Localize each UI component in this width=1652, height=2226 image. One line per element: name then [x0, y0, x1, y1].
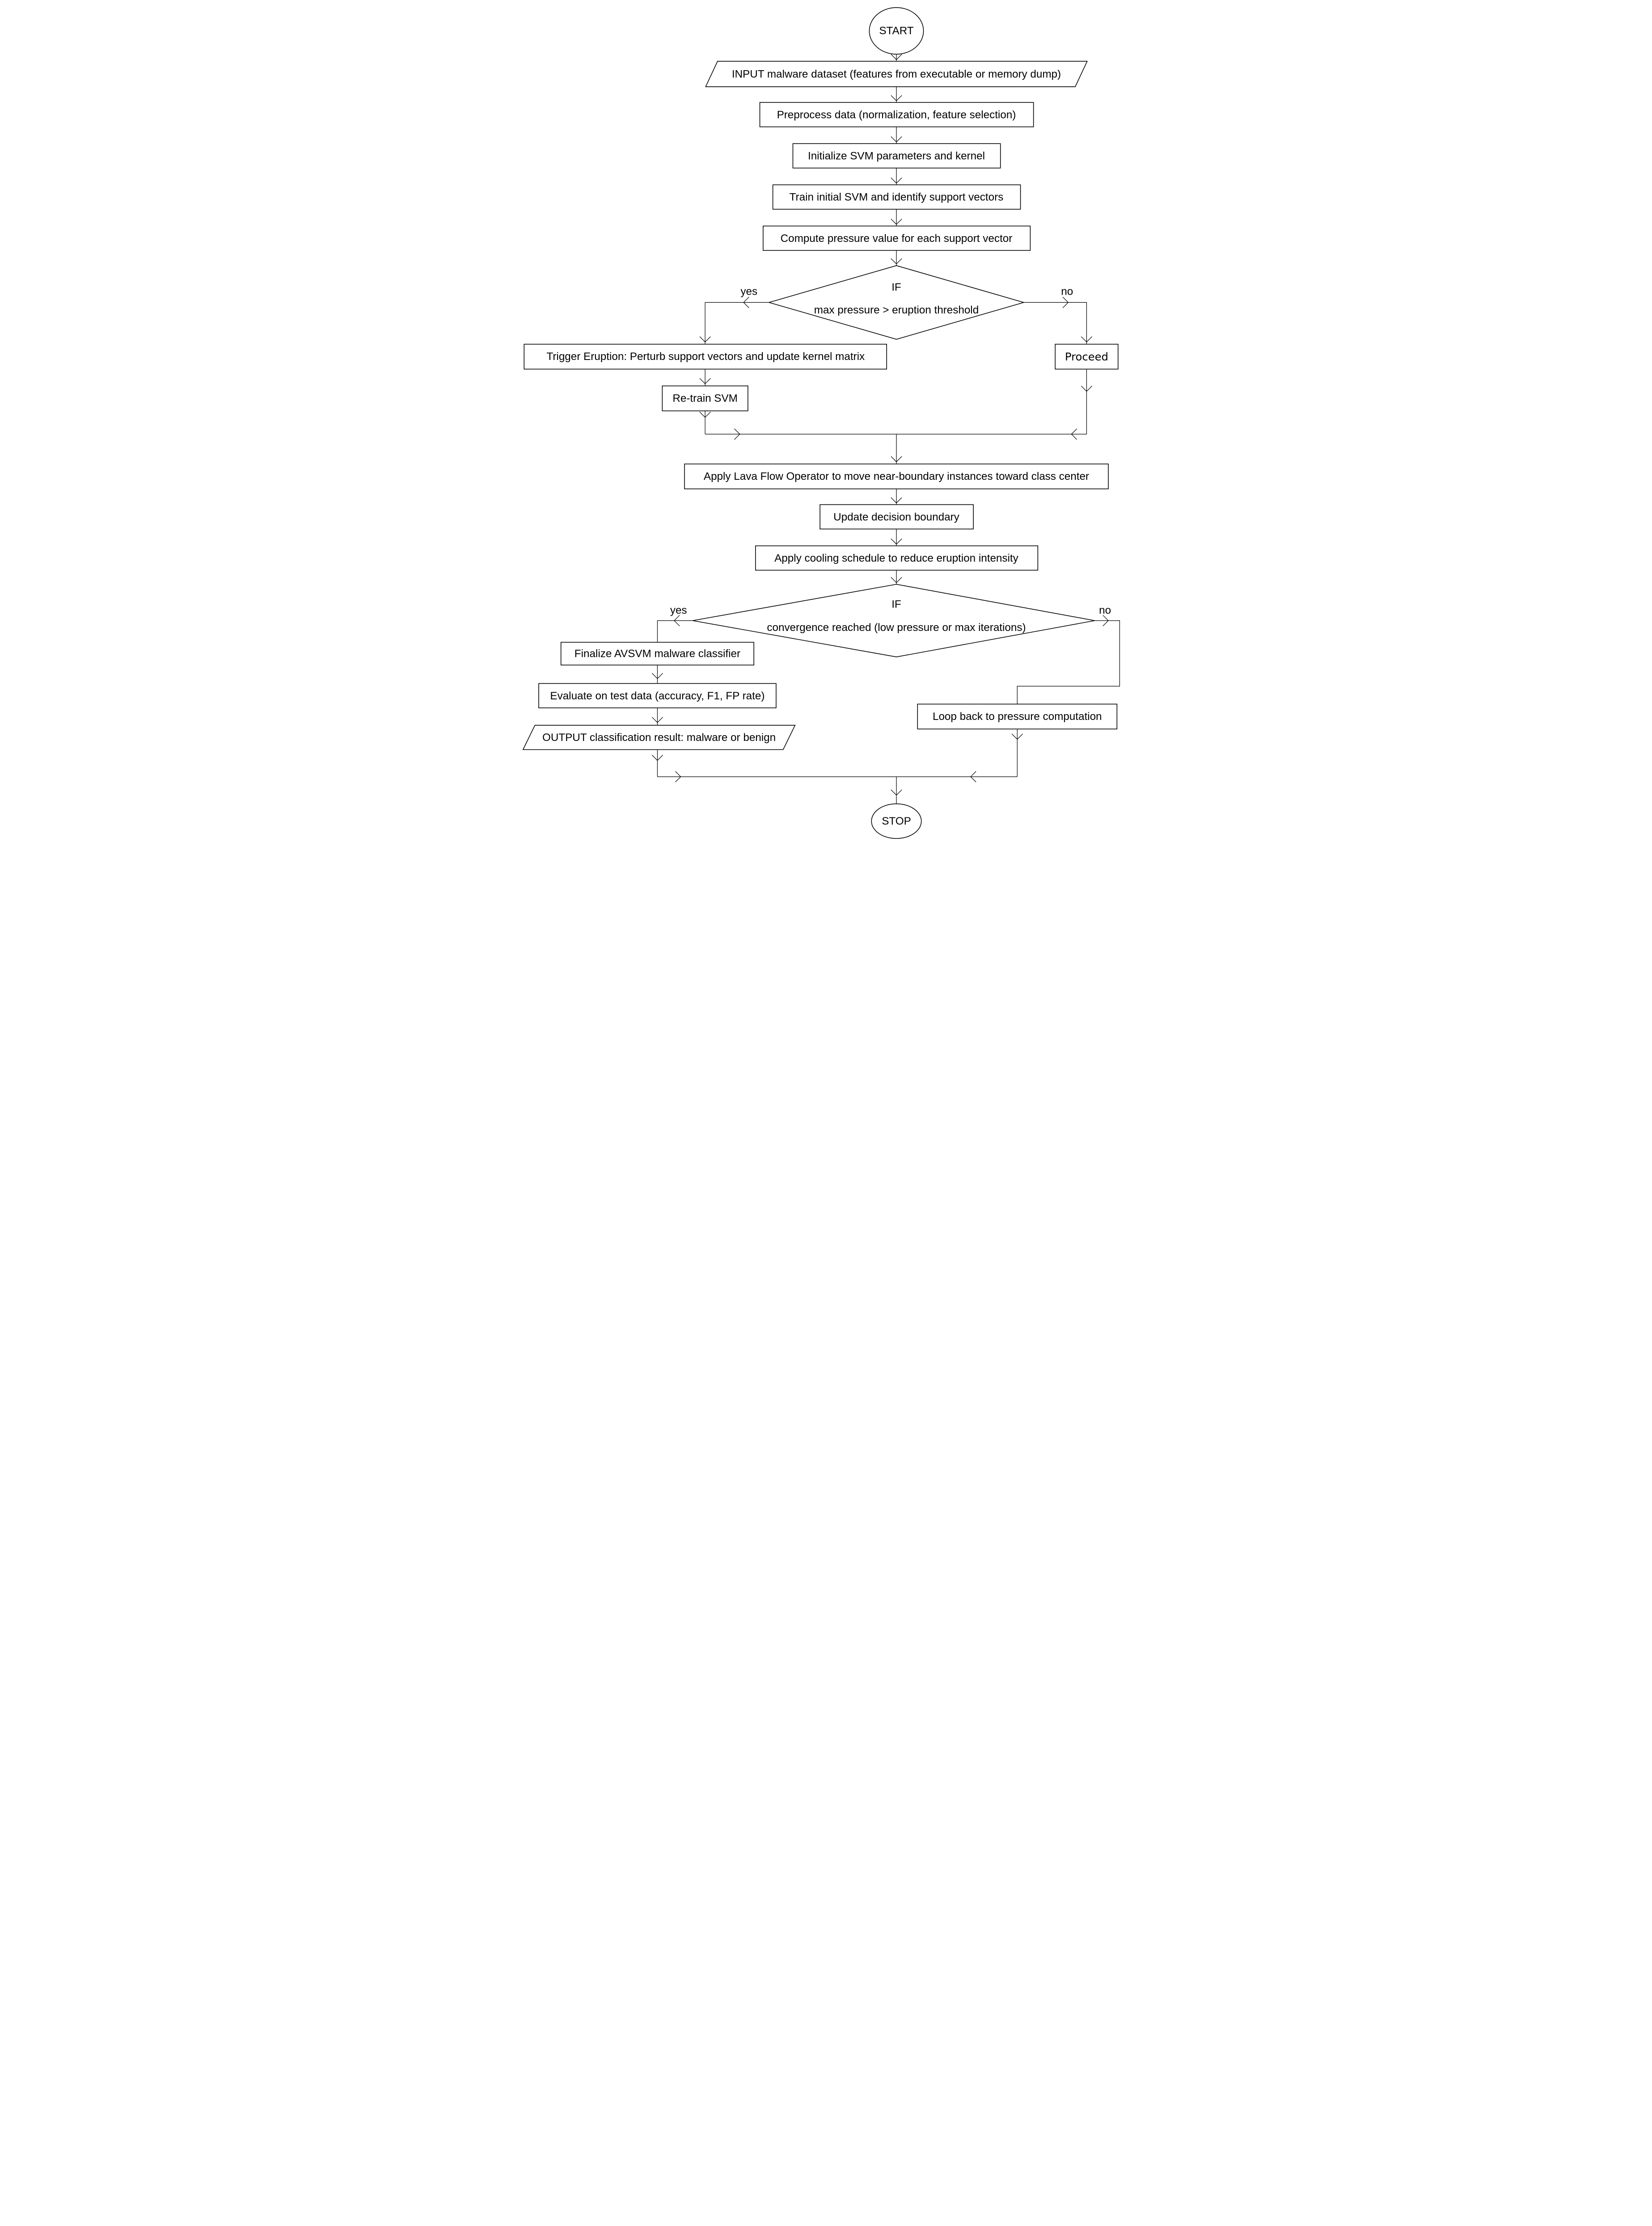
arrowhead-down-icon	[1081, 336, 1092, 343]
update-boundary-label: Update decision boundary	[833, 511, 959, 523]
node-decision-eruption: IF max pressure > eruption threshold yes…	[740, 265, 1073, 340]
evaluate-rect-shape	[538, 683, 777, 708]
edge-decision1-no	[1023, 302, 1087, 344]
compute-rect-shape	[762, 225, 1031, 251]
preprocess-label: Preprocess data (normalization, feature …	[777, 109, 1016, 121]
compute-label: Compute pressure value for each support …	[780, 233, 1012, 245]
arrowhead-left-icon	[970, 771, 976, 783]
decision-convergence-diamond-shape	[692, 584, 1095, 657]
arrowhead-left-icon	[1071, 428, 1077, 440]
arrowhead-down-icon	[890, 219, 902, 225]
node-decision-convergence: IF convergence reached (low pressure or …	[670, 584, 1111, 657]
arrowhead-down-icon	[651, 673, 663, 679]
loopback-label: Loop back to pressure computation	[932, 711, 1102, 723]
edge-decision2-no	[1017, 620, 1120, 704]
decision-convergence-if-label: IF	[891, 598, 901, 610]
arrowhead-down-icon	[890, 497, 902, 504]
preprocess-rect-shape	[759, 102, 1034, 127]
decision-eruption-no-label: no	[1061, 286, 1073, 298]
train-rect-shape	[772, 184, 1021, 210]
update-boundary-rect-shape	[819, 504, 974, 529]
node-input-parallelogram: INPUT malware dataset (features from exe…	[705, 61, 1088, 87]
edge-decision1-yes	[704, 302, 769, 344]
output-parallelogram-shape	[522, 725, 796, 750]
decision-convergence-yes-label: yes	[670, 604, 687, 616]
edges	[651, 54, 1120, 804]
arrowhead-down-icon	[890, 178, 902, 184]
node-update-boundary: Update decision boundary	[819, 504, 974, 529]
node-retrain: Re-train SVM	[662, 385, 748, 411]
train-label: Train initial SVM and identify support v…	[789, 191, 1003, 203]
arrowhead-down-icon	[651, 717, 663, 723]
trigger-label: Trigger Eruption: Perturb support vector…	[546, 351, 865, 363]
decision-convergence-no-label: no	[1099, 604, 1111, 616]
start-label: START	[879, 25, 913, 37]
node-preprocess: Preprocess data (normalization, feature …	[759, 102, 1034, 127]
finalize-rect-shape	[560, 642, 754, 666]
arrowhead-down-icon	[890, 258, 902, 265]
stop-ellipse-shape	[870, 803, 922, 839]
cooling-label: Apply cooling schedule to reduce eruptio…	[774, 552, 1018, 564]
node-lava-flow: Apply Lava Flow Operator to move near-bo…	[684, 463, 1109, 490]
proceed-rect-shape	[1054, 343, 1119, 370]
arrowhead-left-icon	[673, 615, 680, 626]
decision-convergence-condition: convergence reached (low pressure or max…	[767, 622, 1026, 634]
proceed-label: Proceed	[1065, 350, 1108, 363]
input-parallelogram-shape	[705, 61, 1088, 87]
cooling-rect-shape	[755, 545, 1038, 571]
arrowhead-down-icon	[890, 54, 902, 60]
edge-decision2-yes	[657, 620, 693, 643]
trigger-rect-shape	[523, 343, 887, 370]
node-train: Train initial SVM and identify support v…	[772, 184, 1021, 210]
input-label: INPUT malware dataset (features from exe…	[731, 68, 1060, 80]
arrowhead-right-icon	[675, 771, 681, 783]
node-trigger-eruption: Trigger Eruption: Perturb support vector…	[523, 343, 887, 370]
arrowhead-down-icon	[890, 577, 902, 583]
node-loopback: Loop back to pressure computation	[917, 703, 1117, 730]
node-initialize: Initialize SVM parameters and kernel	[792, 143, 1001, 169]
arrowhead-down-icon	[1081, 385, 1092, 392]
node-compute: Compute pressure value for each support …	[762, 225, 1031, 251]
evaluate-label: Evaluate on test data (accuracy, F1, FP …	[550, 690, 765, 702]
decision-eruption-diamond-shape	[767, 265, 1025, 340]
decision-eruption-condition: max pressure > eruption threshold	[814, 304, 978, 316]
lava-rect-shape	[684, 463, 1109, 490]
flowchart-page: START INPUT malware dataset (features fr…	[513, 0, 1139, 844]
arrowhead-down-icon	[699, 336, 711, 343]
arrowhead-down-icon	[699, 378, 711, 385]
loopback-rect-shape	[917, 703, 1117, 730]
output-label: OUTPUT classification result: malware or…	[542, 732, 775, 744]
initialize-rect-shape	[792, 143, 1001, 169]
arrowhead-down-icon	[890, 456, 902, 462]
node-proceed: Proceed	[1054, 343, 1119, 370]
initialize-label: Initialize SVM parameters and kernel	[807, 150, 984, 162]
lava-label: Apply Lava Flow Operator to move near-bo…	[703, 470, 1089, 482]
arrowhead-down-icon	[1011, 733, 1023, 740]
start-ellipse-shape	[869, 7, 924, 55]
node-finalize: Finalize AVSVM malware classifier	[560, 642, 754, 666]
decision-eruption-if-label: IF	[891, 281, 901, 293]
stop-label: STOP	[882, 815, 911, 827]
arrowhead-down-icon	[699, 411, 711, 418]
flowchart-canvas: START INPUT malware dataset (features fr…	[513, 0, 1139, 844]
node-output-parallelogram: OUTPUT classification result: malware or…	[522, 725, 796, 750]
arrowhead-left-icon	[743, 296, 749, 308]
finalize-label: Finalize AVSVM malware classifier	[574, 647, 740, 660]
arrowhead-right-icon	[1062, 296, 1069, 308]
arrowhead-down-icon	[651, 755, 663, 761]
arrowhead-down-icon	[890, 789, 902, 796]
node-evaluate: Evaluate on test data (accuracy, F1, FP …	[538, 683, 777, 708]
node-cooling: Apply cooling schedule to reduce eruptio…	[755, 545, 1038, 571]
arrowhead-down-icon	[890, 95, 902, 102]
arrowhead-right-icon	[1102, 615, 1109, 626]
arrowhead-down-icon	[890, 538, 902, 545]
decision-eruption-yes-label: yes	[740, 286, 757, 298]
node-start-terminator: START	[869, 7, 924, 55]
retrain-label: Re-train SVM	[672, 392, 737, 404]
arrowhead-right-icon	[734, 428, 740, 440]
retrain-rect-shape	[662, 385, 748, 411]
arrowhead-down-icon	[890, 136, 902, 143]
node-stop-terminator: STOP	[870, 803, 922, 839]
